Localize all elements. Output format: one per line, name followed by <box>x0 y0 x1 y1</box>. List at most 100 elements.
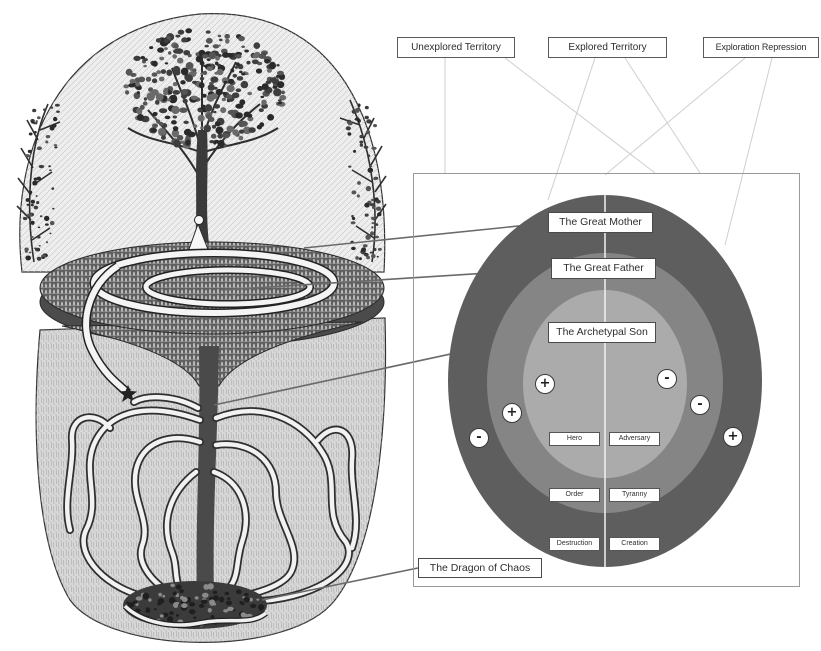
canopy-leaf <box>202 94 207 98</box>
bush-leaf <box>34 178 39 181</box>
root-ball-blot <box>195 596 199 599</box>
canopy-leaf <box>239 136 244 141</box>
guide-line <box>625 58 700 173</box>
bush-leaf <box>25 251 28 253</box>
bush-leaf <box>366 130 370 134</box>
canopy-leaf <box>222 52 230 58</box>
figure-head <box>195 216 204 225</box>
root-ball-blot <box>162 595 165 598</box>
bush-leaf <box>351 221 356 224</box>
canopy-leaf <box>168 51 171 54</box>
canopy-leaf <box>149 46 153 49</box>
canopy-leaf <box>241 81 248 88</box>
canopy-leaf <box>175 48 183 54</box>
canopy-leaf <box>215 122 221 127</box>
inner-right-sign: - <box>657 369 677 389</box>
root-ball-blot <box>179 589 184 593</box>
guide-line <box>505 58 655 173</box>
canopy-leaf <box>188 54 192 58</box>
canopy-leaf <box>156 119 160 123</box>
bush-leaf <box>31 204 34 206</box>
bush-leaf <box>346 126 351 130</box>
canopy-leaf <box>259 122 264 127</box>
root-ball-blot <box>146 607 150 610</box>
bush-leaf <box>364 203 369 208</box>
canopy-leaf <box>185 74 193 82</box>
canopy-leaf <box>278 101 282 104</box>
bush-leaf <box>373 124 377 127</box>
bush-leaf <box>46 135 50 138</box>
canopy-leaf <box>181 68 189 76</box>
order-label: Order <box>549 488 600 502</box>
canopy-leaf <box>152 123 158 128</box>
bush-leaf <box>37 257 42 261</box>
canopy-leaf <box>270 77 277 82</box>
root-ball-blot <box>239 601 242 604</box>
canopy-leaf <box>143 65 147 67</box>
canopy-leaf <box>226 94 232 99</box>
canopy-leaf <box>216 127 224 135</box>
bush-leaf <box>371 217 375 220</box>
bush-leaf <box>56 111 60 113</box>
canopy-leaf <box>164 39 169 44</box>
canopy-leaf <box>252 54 259 58</box>
bush-leaf <box>355 118 360 121</box>
bush-leaf <box>25 154 30 157</box>
root-ball-blot <box>244 593 249 596</box>
bush-leaf <box>39 165 45 168</box>
bush-leaf <box>366 119 371 123</box>
canopy-leaf <box>200 127 203 130</box>
bush-leaf <box>368 168 374 173</box>
canopy-leaf <box>227 85 235 92</box>
root-ball-blot <box>170 584 175 588</box>
unexplored-territory-label: Unexplored Territory <box>397 37 515 58</box>
canopy-leaf <box>214 104 220 109</box>
adversary-label: Adversary <box>609 432 660 446</box>
canopy-leaf <box>207 66 213 70</box>
root-ball-blot <box>158 593 162 597</box>
bush-leaf <box>35 122 37 124</box>
canopy-leaf <box>261 100 267 106</box>
canopy-leaf <box>199 82 205 88</box>
canopy-leaf <box>233 74 238 78</box>
canopy-leaf <box>239 130 244 134</box>
exploration-repression-label: Exploration Repression <box>703 37 819 58</box>
bush-leaf <box>365 214 369 217</box>
root-ball-blot <box>160 614 164 617</box>
root-ball-blot <box>256 599 259 601</box>
inner-left-sign: + <box>535 374 555 394</box>
canopy-leaf <box>182 37 188 42</box>
bush-leaf <box>50 221 55 225</box>
root-ball-blot <box>199 604 205 608</box>
canopy-leaf <box>244 112 250 118</box>
canopy-leaf <box>210 76 218 82</box>
bush-leaf <box>26 198 30 202</box>
bush-leaf <box>368 154 371 157</box>
bush-leaf <box>366 256 370 259</box>
bush-leaf <box>355 256 359 260</box>
canopy-leaf <box>193 68 197 71</box>
bush-leaf <box>37 236 41 239</box>
canopy-leaf <box>236 88 242 92</box>
canopy-leaf <box>218 45 221 47</box>
root-ball-blot <box>176 585 182 590</box>
bush-leaf <box>49 169 52 171</box>
canopy-leaf <box>244 50 249 53</box>
bush-leaf <box>371 226 373 228</box>
canopy-leaf <box>125 90 129 94</box>
root-ball-blot <box>208 608 212 613</box>
bush-leaf <box>29 133 33 136</box>
bush-leaf <box>370 165 372 167</box>
canopy-leaf <box>173 126 178 131</box>
root-ball-blot <box>154 608 157 610</box>
canopy-leaf <box>185 28 192 33</box>
canopy-leaf <box>143 58 148 61</box>
canopy-leaf <box>205 104 212 112</box>
bush-leaf <box>30 236 33 238</box>
canopy-leaf <box>188 132 196 138</box>
bush-leaf <box>376 207 381 211</box>
canopy-leaf <box>183 121 188 124</box>
canopy-leaf <box>235 112 243 118</box>
